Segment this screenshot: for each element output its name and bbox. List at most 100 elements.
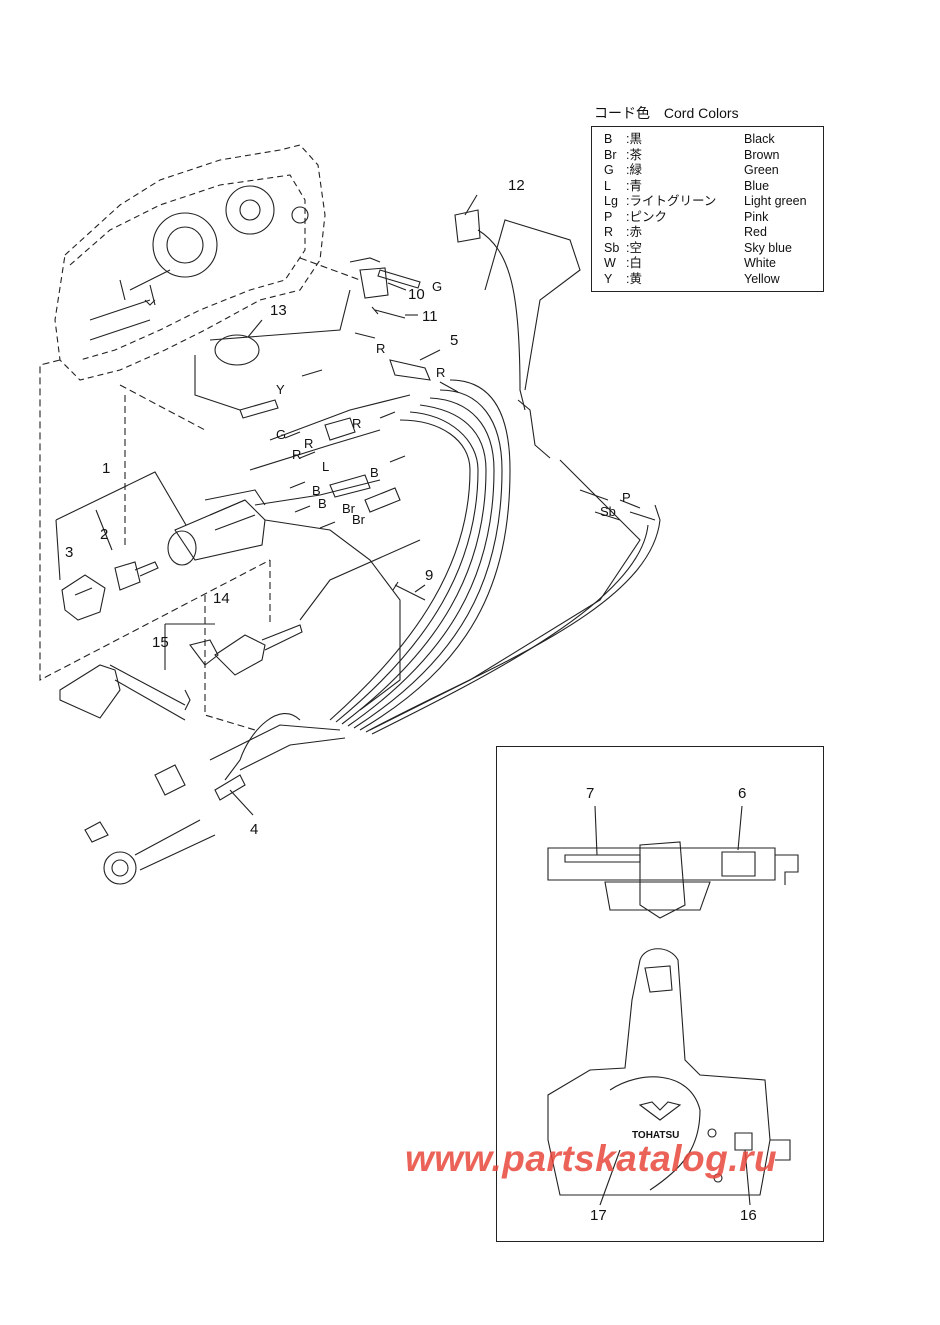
legend-jp: :青 [626, 178, 642, 193]
callout-16: 16 [740, 1207, 757, 1224]
legend-en: Sky blue [744, 240, 792, 255]
callout-2: 2 [100, 526, 109, 543]
legend-en: Blue [744, 178, 770, 193]
screw-11 [371, 306, 406, 319]
leader-lines [39, 257, 361, 731]
callout-17: 17 [590, 1207, 607, 1224]
legend-row: P :ピンク Pink [604, 210, 823, 226]
legend-code: R [604, 225, 614, 239]
legend-row: R :赤 Red [604, 225, 823, 241]
legend-jp: :黒 [626, 132, 642, 146]
legend-en: Red [744, 225, 767, 239]
wire-label-sb: Sb [600, 504, 616, 519]
legend-code: P [604, 209, 613, 224]
callout-13: 13 [270, 302, 287, 319]
wire-label-l: L [322, 459, 330, 474]
brand-label: TOHATSU [632, 1130, 680, 1141]
legend-code: Sb [604, 240, 620, 255]
legend-code: Y [604, 271, 613, 286]
sleeve-connectors [239, 359, 431, 513]
lanyard-cord [59, 664, 191, 721]
wire-label-r: R [436, 365, 446, 380]
legend-jp: :白 [626, 256, 642, 270]
callout-10: 10 [408, 286, 425, 303]
wire-label-g: G [432, 279, 443, 294]
callout-1: 1 [102, 460, 111, 477]
wire-label-r: R [376, 341, 386, 356]
wire-label-r: R [292, 447, 302, 462]
callout-14: 14 [213, 590, 230, 607]
wire-label-g: G [276, 427, 287, 442]
remote-control-inset [496, 746, 824, 1242]
legend-en: Brown [744, 147, 780, 162]
ignition-key [114, 561, 159, 591]
legend-row: G :緑 Green [604, 163, 823, 179]
callout-4: 4 [250, 821, 259, 838]
wire-label-y: Y [276, 382, 285, 397]
legend-row: Lg :ライトグリーン Light green [604, 194, 823, 210]
legend-en: Green [744, 163, 779, 177]
pin-connectors [284, 269, 656, 529]
engine-housing [54, 144, 326, 381]
callout-11: 11 [422, 308, 438, 325]
legend-en: Pink [744, 209, 769, 224]
connector-10 [349, 257, 389, 299]
callout-brackets [55, 471, 215, 670]
cord-color-legend: B :黒 Black Br :茶 Brown G :緑 Green L :青 Blue Lg :ラ… [591, 126, 824, 292]
legend-row: B :黒 Black [604, 132, 823, 148]
part-9 [392, 581, 426, 601]
part-13 [194, 334, 260, 411]
remote-control-side-view [547, 948, 791, 1206]
legend-row: W :白 White [604, 256, 823, 272]
legend-code: Br [604, 147, 617, 162]
engine-housing-details [89, 185, 309, 341]
legend-code: B [604, 132, 613, 146]
switch-cap [61, 574, 106, 621]
legend-row: L :青 Blue [604, 179, 823, 195]
legend-en: Light green [744, 194, 807, 208]
legend-jp: :ライトグリーン [626, 194, 717, 208]
legend-code: L [604, 178, 611, 193]
legend-title-jp: コード色 [594, 105, 650, 121]
harness-connectors [84, 764, 246, 885]
callout-6: 6 [738, 785, 747, 802]
legend-jp: :空 [626, 240, 642, 255]
wire-label-b: B [318, 496, 327, 511]
wire-label-p: P [622, 490, 631, 505]
wire-label-br: Br [342, 501, 355, 516]
legend-row: Y :黄 Yellow [604, 272, 823, 288]
callout-leaders [229, 194, 478, 816]
remote-control-top-view [547, 805, 799, 919]
legend-title: コード色 Cord Colors [594, 103, 749, 123]
wire-label-b: B [370, 465, 379, 480]
legend-title-en: Cord Colors [663, 105, 739, 121]
legend-jp: :赤 [626, 225, 642, 239]
legend-en: Yellow [744, 271, 780, 286]
callout-15: 15 [152, 634, 169, 651]
legend-jp: :茶 [626, 147, 642, 162]
harness-branches [209, 289, 641, 731]
legend-code: G [604, 163, 614, 177]
main-harness-bundle [209, 379, 661, 781]
callout-3: 3 [65, 544, 74, 561]
watermark: www.partskatalog.ru [405, 1138, 778, 1179]
part-12-connector [454, 209, 581, 459]
callout-5: 5 [450, 332, 459, 349]
wire-label-r: R [352, 416, 362, 431]
wire-label-br: Br [352, 512, 365, 527]
wire-label-b: B [312, 483, 321, 498]
legend-jp: :黄 [626, 271, 642, 286]
callout-9: 9 [425, 567, 434, 584]
callout-12: 12 [508, 177, 525, 194]
ignition-switch [167, 489, 266, 566]
legend-code: Lg [604, 194, 618, 208]
stop-switch [189, 624, 303, 676]
legend-row: Br :茶 Brown [604, 148, 823, 164]
legend-en: White [744, 256, 776, 270]
legend-en: Black [744, 132, 775, 146]
legend-jp: :緑 [626, 163, 642, 177]
legend-row: Sb :空 Sky blue [604, 241, 823, 257]
legend-code: W [604, 256, 616, 270]
legend-jp: :ピンク [626, 209, 667, 224]
